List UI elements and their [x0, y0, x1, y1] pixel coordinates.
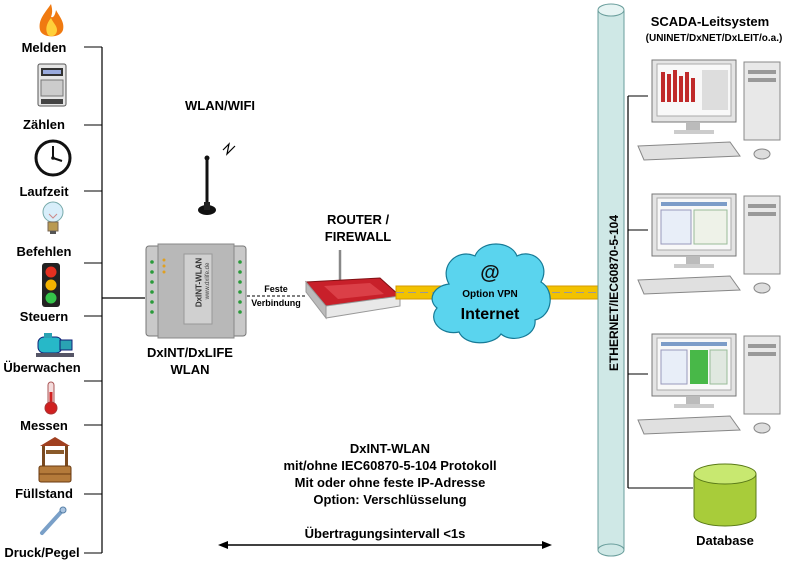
scada-title: SCADA-Leitsystem [650, 14, 770, 29]
meter-icon [37, 63, 67, 107]
scada-subtitle: (UNINET/DxNET/DxLEIT/o.a.) [645, 33, 783, 44]
database-label: Database [696, 533, 754, 548]
description-line1: DxINT-WLAN [349, 441, 431, 456]
probe-icon [40, 506, 67, 535]
flame-icon [39, 4, 64, 37]
well-icon [38, 437, 72, 483]
sensor-label-messen: Messen [20, 418, 68, 433]
at-symbol: @ [480, 262, 500, 284]
description-line3: Mit oder ohne feste IP-Adresse [294, 475, 486, 490]
internet-label: Internet [460, 306, 520, 323]
sensor-label-fuellstand: Füllstand [15, 486, 73, 501]
pump-icon [36, 333, 74, 357]
sensor-label-steuern: Steuern [19, 309, 69, 324]
device-label-line1: DxINT/DxLIFE [147, 345, 233, 360]
lightbulb-icon [42, 201, 64, 234]
dxint-device [145, 243, 247, 339]
vpn-label: Option VPN [462, 289, 518, 300]
sensor-label-befehlen: Befehlen [16, 244, 72, 259]
sensor-label-ueberwachen: Überwachen [3, 360, 81, 375]
link-label-line1: Feste [264, 284, 288, 294]
workstation-3 [637, 333, 781, 435]
traffic-light-icon [42, 263, 60, 307]
antenna-icon [198, 142, 236, 215]
router-icon [304, 250, 402, 320]
interval-label: Übertragungsintervall <1s [304, 526, 466, 541]
wlan-label: WLAN/WIFI [185, 98, 256, 113]
ethernet-bus [597, 3, 625, 557]
database-icon [693, 463, 757, 527]
device-label-line2: WLAN [170, 362, 210, 377]
sensor-label-melden: Melden [21, 40, 67, 55]
clock-icon [34, 139, 72, 177]
link-label-line2: Verbindung [251, 298, 301, 308]
workstation-1 [637, 59, 781, 161]
description-line2: mit/ohne IEC60870-5-104 Protokoll [283, 458, 497, 473]
sensor-label-druck-pegel: Druck/Pegel [4, 545, 80, 560]
workstation-2 [637, 193, 781, 295]
sensor-label-zaehlen: Zählen [23, 117, 65, 132]
sensor-label-laufzeit: Laufzeit [19, 184, 69, 199]
router-label-line2: FIREWALL [324, 229, 392, 244]
bus-label: ETHERNET/IEC60870-5-104 [607, 214, 621, 372]
description-line4: Option: Verschlüsselung [313, 492, 467, 507]
internet-cloud [431, 243, 551, 344]
router-label-line1: ROUTER / [326, 212, 390, 227]
thermometer-icon [44, 381, 58, 415]
